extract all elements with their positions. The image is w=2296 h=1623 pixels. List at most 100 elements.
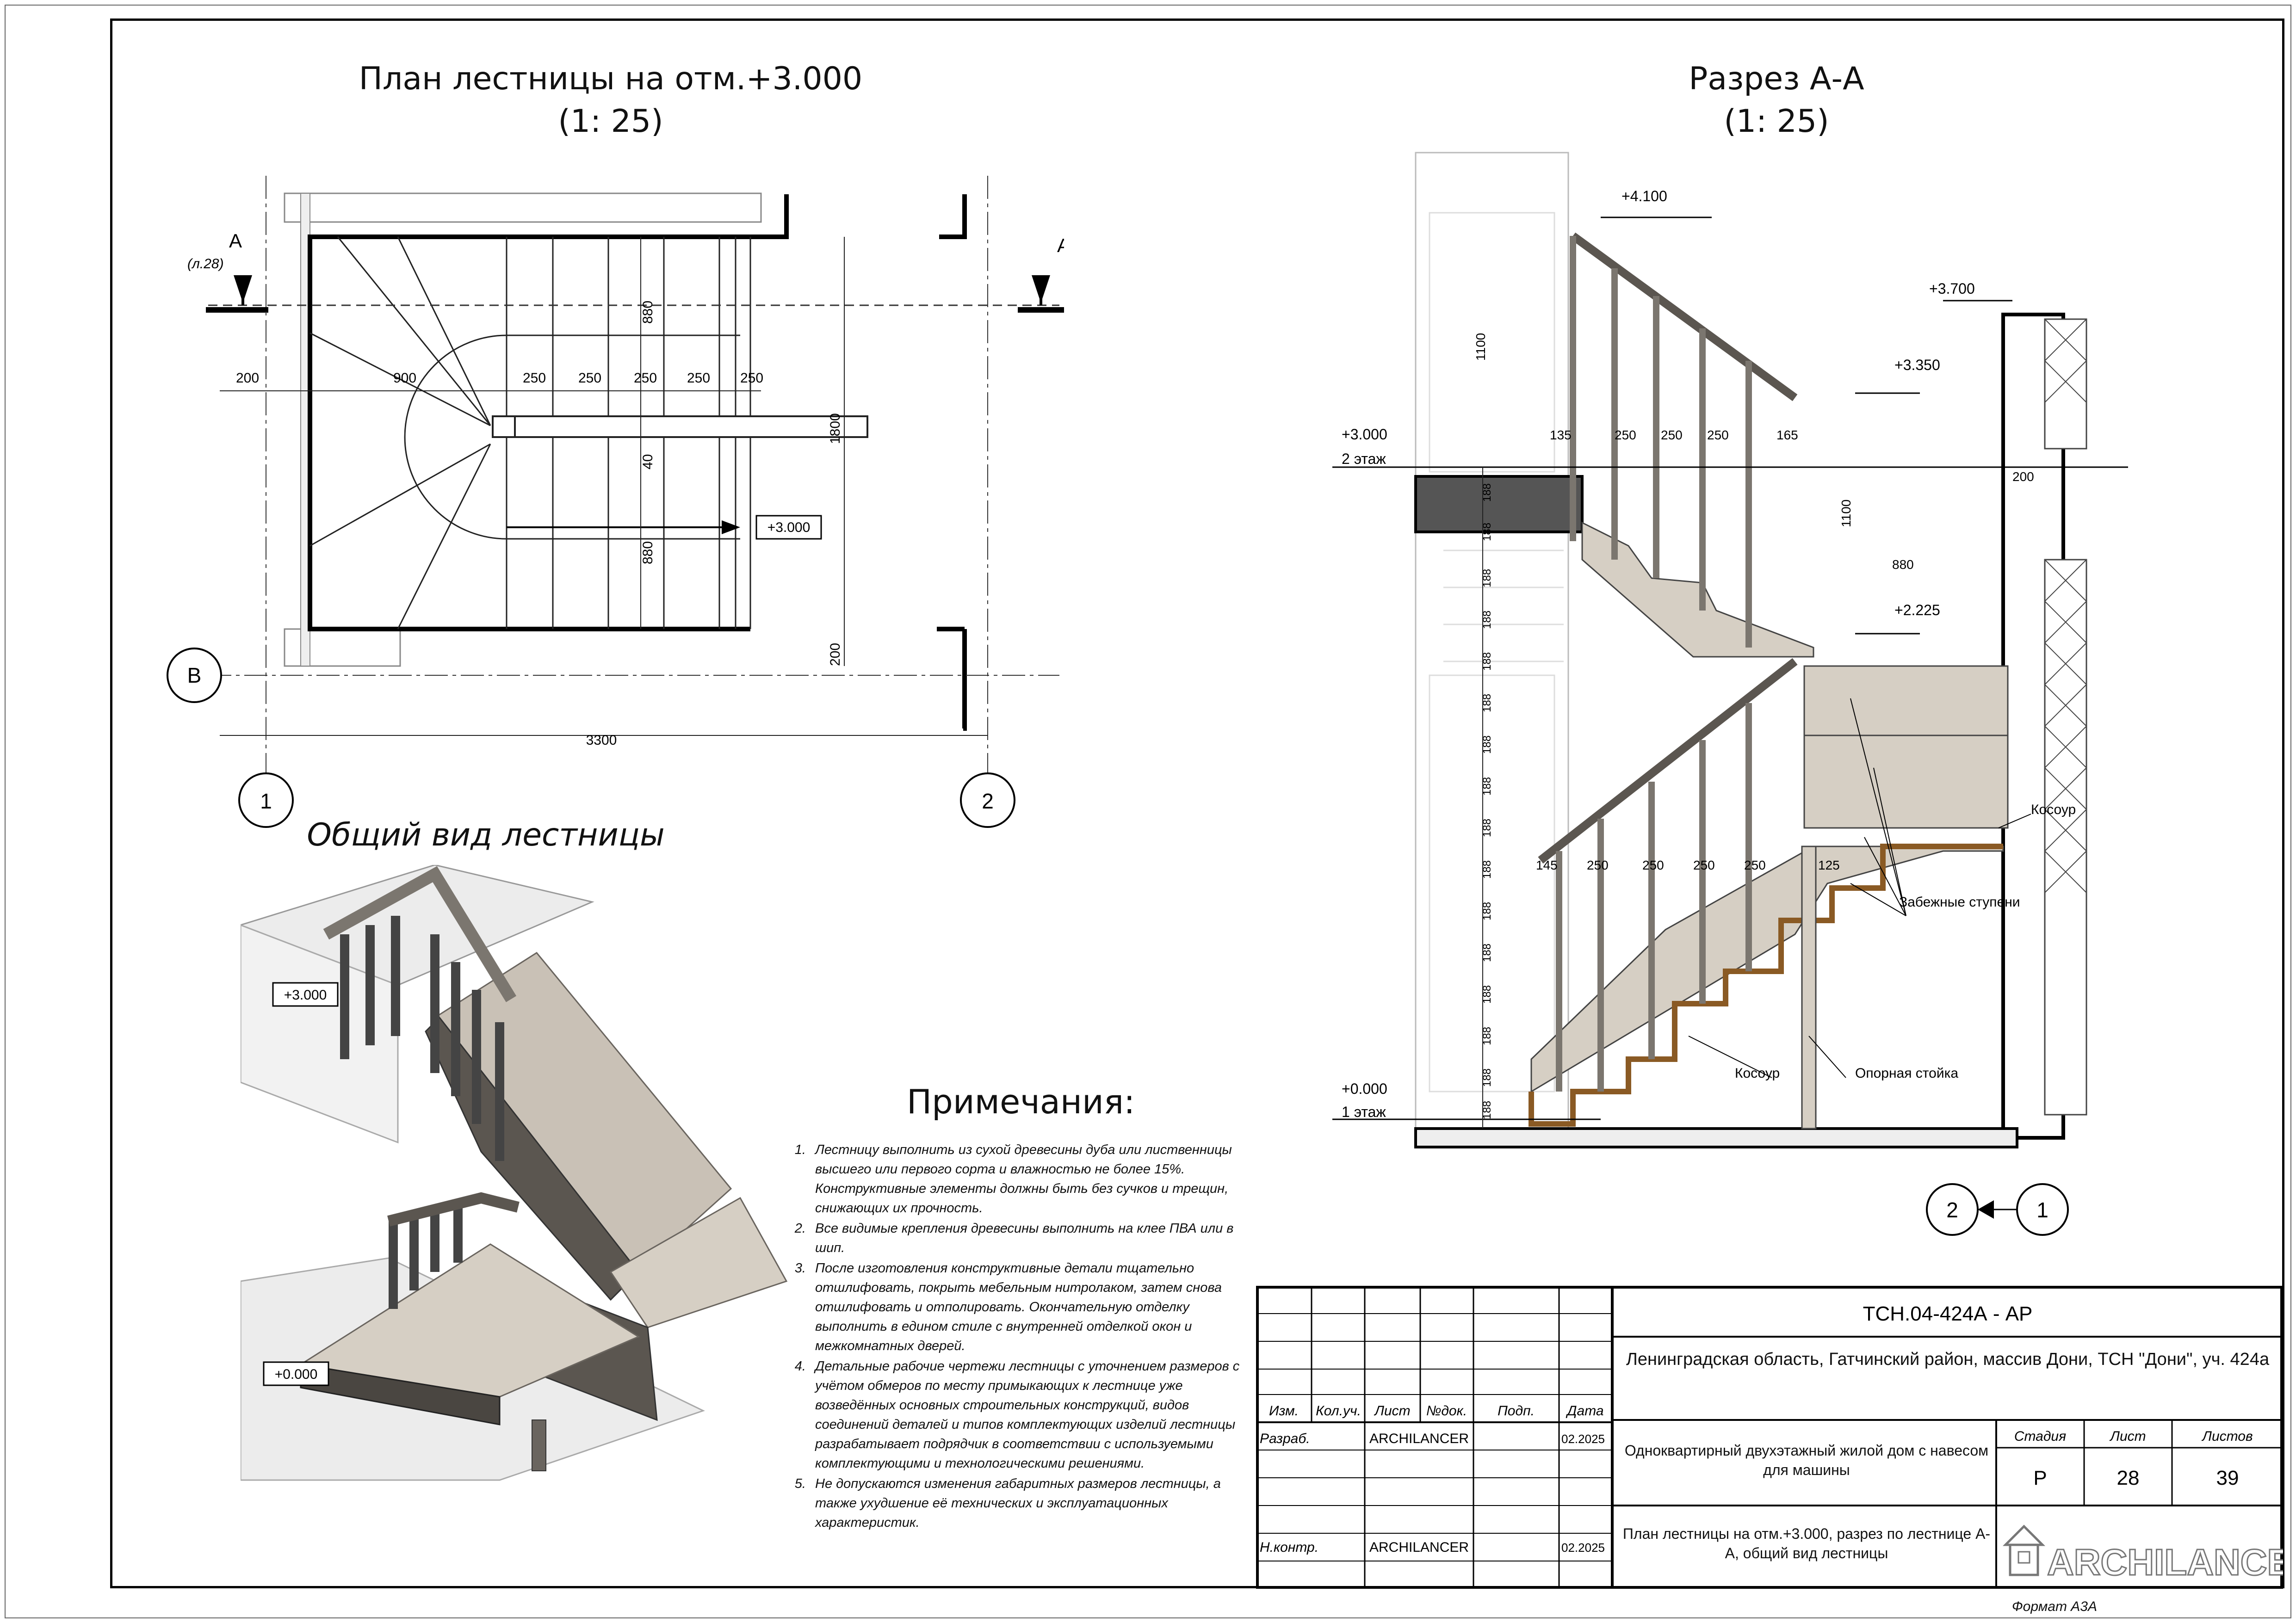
level-3000: +3.000 xyxy=(1342,426,1387,443)
handrail-lower xyxy=(387,1192,520,1227)
note-item-2: Все видимые крепления древесины выполнит… xyxy=(810,1219,1249,1258)
balusters-lower xyxy=(389,1203,463,1309)
plan-handrail xyxy=(492,415,868,438)
plan-level-text: +3.000 xyxy=(767,520,811,535)
section-title: Разрез А-А (1: 25) xyxy=(1527,58,2026,143)
note-item-4: Детальные рабочие чертежи лестницы с уто… xyxy=(810,1357,1249,1473)
level-2225: +2.225 xyxy=(1894,602,1940,618)
dim-250-c: 250 xyxy=(1707,428,1729,442)
dim-1100-right: 1100 xyxy=(1839,500,1853,527)
dim-250-5: 250 xyxy=(740,370,763,386)
section-wall-left xyxy=(1415,152,1569,1148)
floor-2-label: 2 этаж xyxy=(1342,450,1386,467)
stair-plan: А (л.28) А В 1 2 200 900 250 250 250 250… xyxy=(167,176,1064,828)
dim-250-4: 250 xyxy=(687,370,710,386)
archilancer-logo: ARCHILANCER xyxy=(2002,1524,2283,1584)
section-title-text: Разрез А-А xyxy=(1689,61,1864,97)
label-stringer-right: Косоур xyxy=(2031,802,2076,817)
stair-section: +3.000 2 этаж +0.000 1 этаж +4.100 +3.70… xyxy=(1332,152,2128,1236)
note-item-5: Не допускаются изменения габаритных разм… xyxy=(810,1474,1249,1532)
floor-1st xyxy=(1414,1127,2018,1148)
handrail-upper-section xyxy=(1570,232,1798,401)
col-izm: Изм. xyxy=(1269,1403,1299,1419)
razrab-date: 02.2025 xyxy=(1561,1432,1605,1446)
project-address: Ленинградская область, Гатчинский район,… xyxy=(1626,1350,2270,1369)
dim-880-bottom: 880 xyxy=(640,541,656,564)
axis-label-1: 1 xyxy=(260,789,272,813)
dim-200: 200 xyxy=(2012,469,2034,484)
page-border xyxy=(5,5,2291,1618)
view3d-level-top: +3.000 xyxy=(284,987,327,1003)
label-winder-steps: Забежные ступени xyxy=(1899,895,2020,910)
dim-1800: 1800 xyxy=(828,413,843,444)
format-label: Формат А3А xyxy=(2011,1599,2097,1614)
listov-label: Листов xyxy=(2201,1429,2253,1444)
label-support-post: Опорная стойка xyxy=(1855,1066,1958,1081)
col-list: Лист xyxy=(1374,1403,1410,1419)
plan-level-tag xyxy=(755,515,822,540)
dim-40: 40 xyxy=(640,454,656,469)
plan-column-bottom xyxy=(962,629,967,731)
nkontr-name: ARCHILANCER xyxy=(1369,1540,1469,1555)
plan-dimensions xyxy=(220,237,988,736)
axis-bubble-B xyxy=(167,648,222,703)
section-axis-label-1: 1 xyxy=(2036,1198,2048,1222)
plan-wall-top xyxy=(284,192,762,223)
dim-250-d: 250 xyxy=(1587,858,1609,872)
building-name: Одноквартирный двухэтажный жилой дом с н… xyxy=(1624,1442,1989,1478)
sheet-frame xyxy=(110,19,2284,1588)
label-stringer-bottom: Косоур xyxy=(1735,1066,1780,1081)
col-podp: Подп. xyxy=(1498,1403,1535,1419)
handrail-lower-section xyxy=(1538,658,1798,864)
section-mark-left: А xyxy=(229,230,242,252)
note-item-1: Лестницу выполнить из сухой древесины ду… xyxy=(810,1140,1249,1218)
floor-1-label: 1 этаж xyxy=(1342,1104,1386,1120)
notes-list: Лестницу выполнить из сухой древесины ду… xyxy=(786,1140,1249,1533)
razrab-name: ARCHILANCER xyxy=(1369,1431,1469,1446)
row-razrab: Разраб. xyxy=(1260,1431,1310,1446)
list-value: 28 xyxy=(2117,1467,2140,1489)
dim-125: 125 xyxy=(1818,858,1840,872)
dim-880: 880 xyxy=(1892,557,1914,572)
support-post-3d xyxy=(532,1419,546,1471)
dim-250-1: 250 xyxy=(523,370,546,386)
list-label: Лист xyxy=(2109,1429,2146,1444)
logo-text: ARCHILANCER xyxy=(2047,1542,2283,1583)
plan-scale: (1: 25) xyxy=(558,103,663,140)
col-kolch: Кол.уч. xyxy=(1316,1403,1361,1419)
stair-3d-view: +3.000 +0.000 xyxy=(241,865,788,1481)
dim-250-2: 250 xyxy=(578,370,601,386)
nkontr-date: 02.2025 xyxy=(1561,1541,1605,1555)
row-nkontr: Н.контр. xyxy=(1260,1540,1318,1555)
dim-250-e: 250 xyxy=(1642,858,1664,872)
winder-block xyxy=(1803,665,2009,736)
lower-stringer xyxy=(1529,844,2003,1127)
axis-label-B: В xyxy=(187,663,202,687)
dim-135: 135 xyxy=(1550,428,1572,442)
axis-bubble-2 xyxy=(960,772,1015,828)
dim-900: 900 xyxy=(393,370,416,386)
dim-200-right: 200 xyxy=(828,643,843,666)
axis-label-2: 2 xyxy=(982,789,994,813)
level-3350: +3.350 xyxy=(1894,357,1940,373)
slab-2nd-floor xyxy=(1414,475,1584,533)
winder-steps xyxy=(609,1197,788,1328)
plan-title-text: План лестницы на отм.+3.000 xyxy=(359,61,863,97)
dim-3300: 3300 xyxy=(586,733,617,748)
section-ref: (л.28) xyxy=(187,256,224,272)
col-ndok: №док. xyxy=(1426,1403,1467,1419)
dim-1100-top: 1100 xyxy=(1473,333,1488,361)
stadia-label: Стадия xyxy=(2014,1429,2066,1444)
sheet-title: План лестницы на отм.+3.000, разрез по л… xyxy=(1622,1525,1991,1561)
project-code: ТСН.04-424А - АР xyxy=(1863,1302,2033,1325)
dim-145: 145 xyxy=(1536,858,1558,872)
section-axis-label-2: 2 xyxy=(1946,1198,1958,1222)
col-data: Дата xyxy=(1566,1403,1603,1419)
dim-250-3: 250 xyxy=(634,370,657,386)
handrail-upper xyxy=(323,866,517,1002)
note-item-3: После изготовления конструктивные детали… xyxy=(810,1259,1249,1356)
level-4100: +4.100 xyxy=(1621,188,1667,204)
axis-bubble-1 xyxy=(238,772,294,828)
section-mark-right: А xyxy=(1057,235,1064,256)
